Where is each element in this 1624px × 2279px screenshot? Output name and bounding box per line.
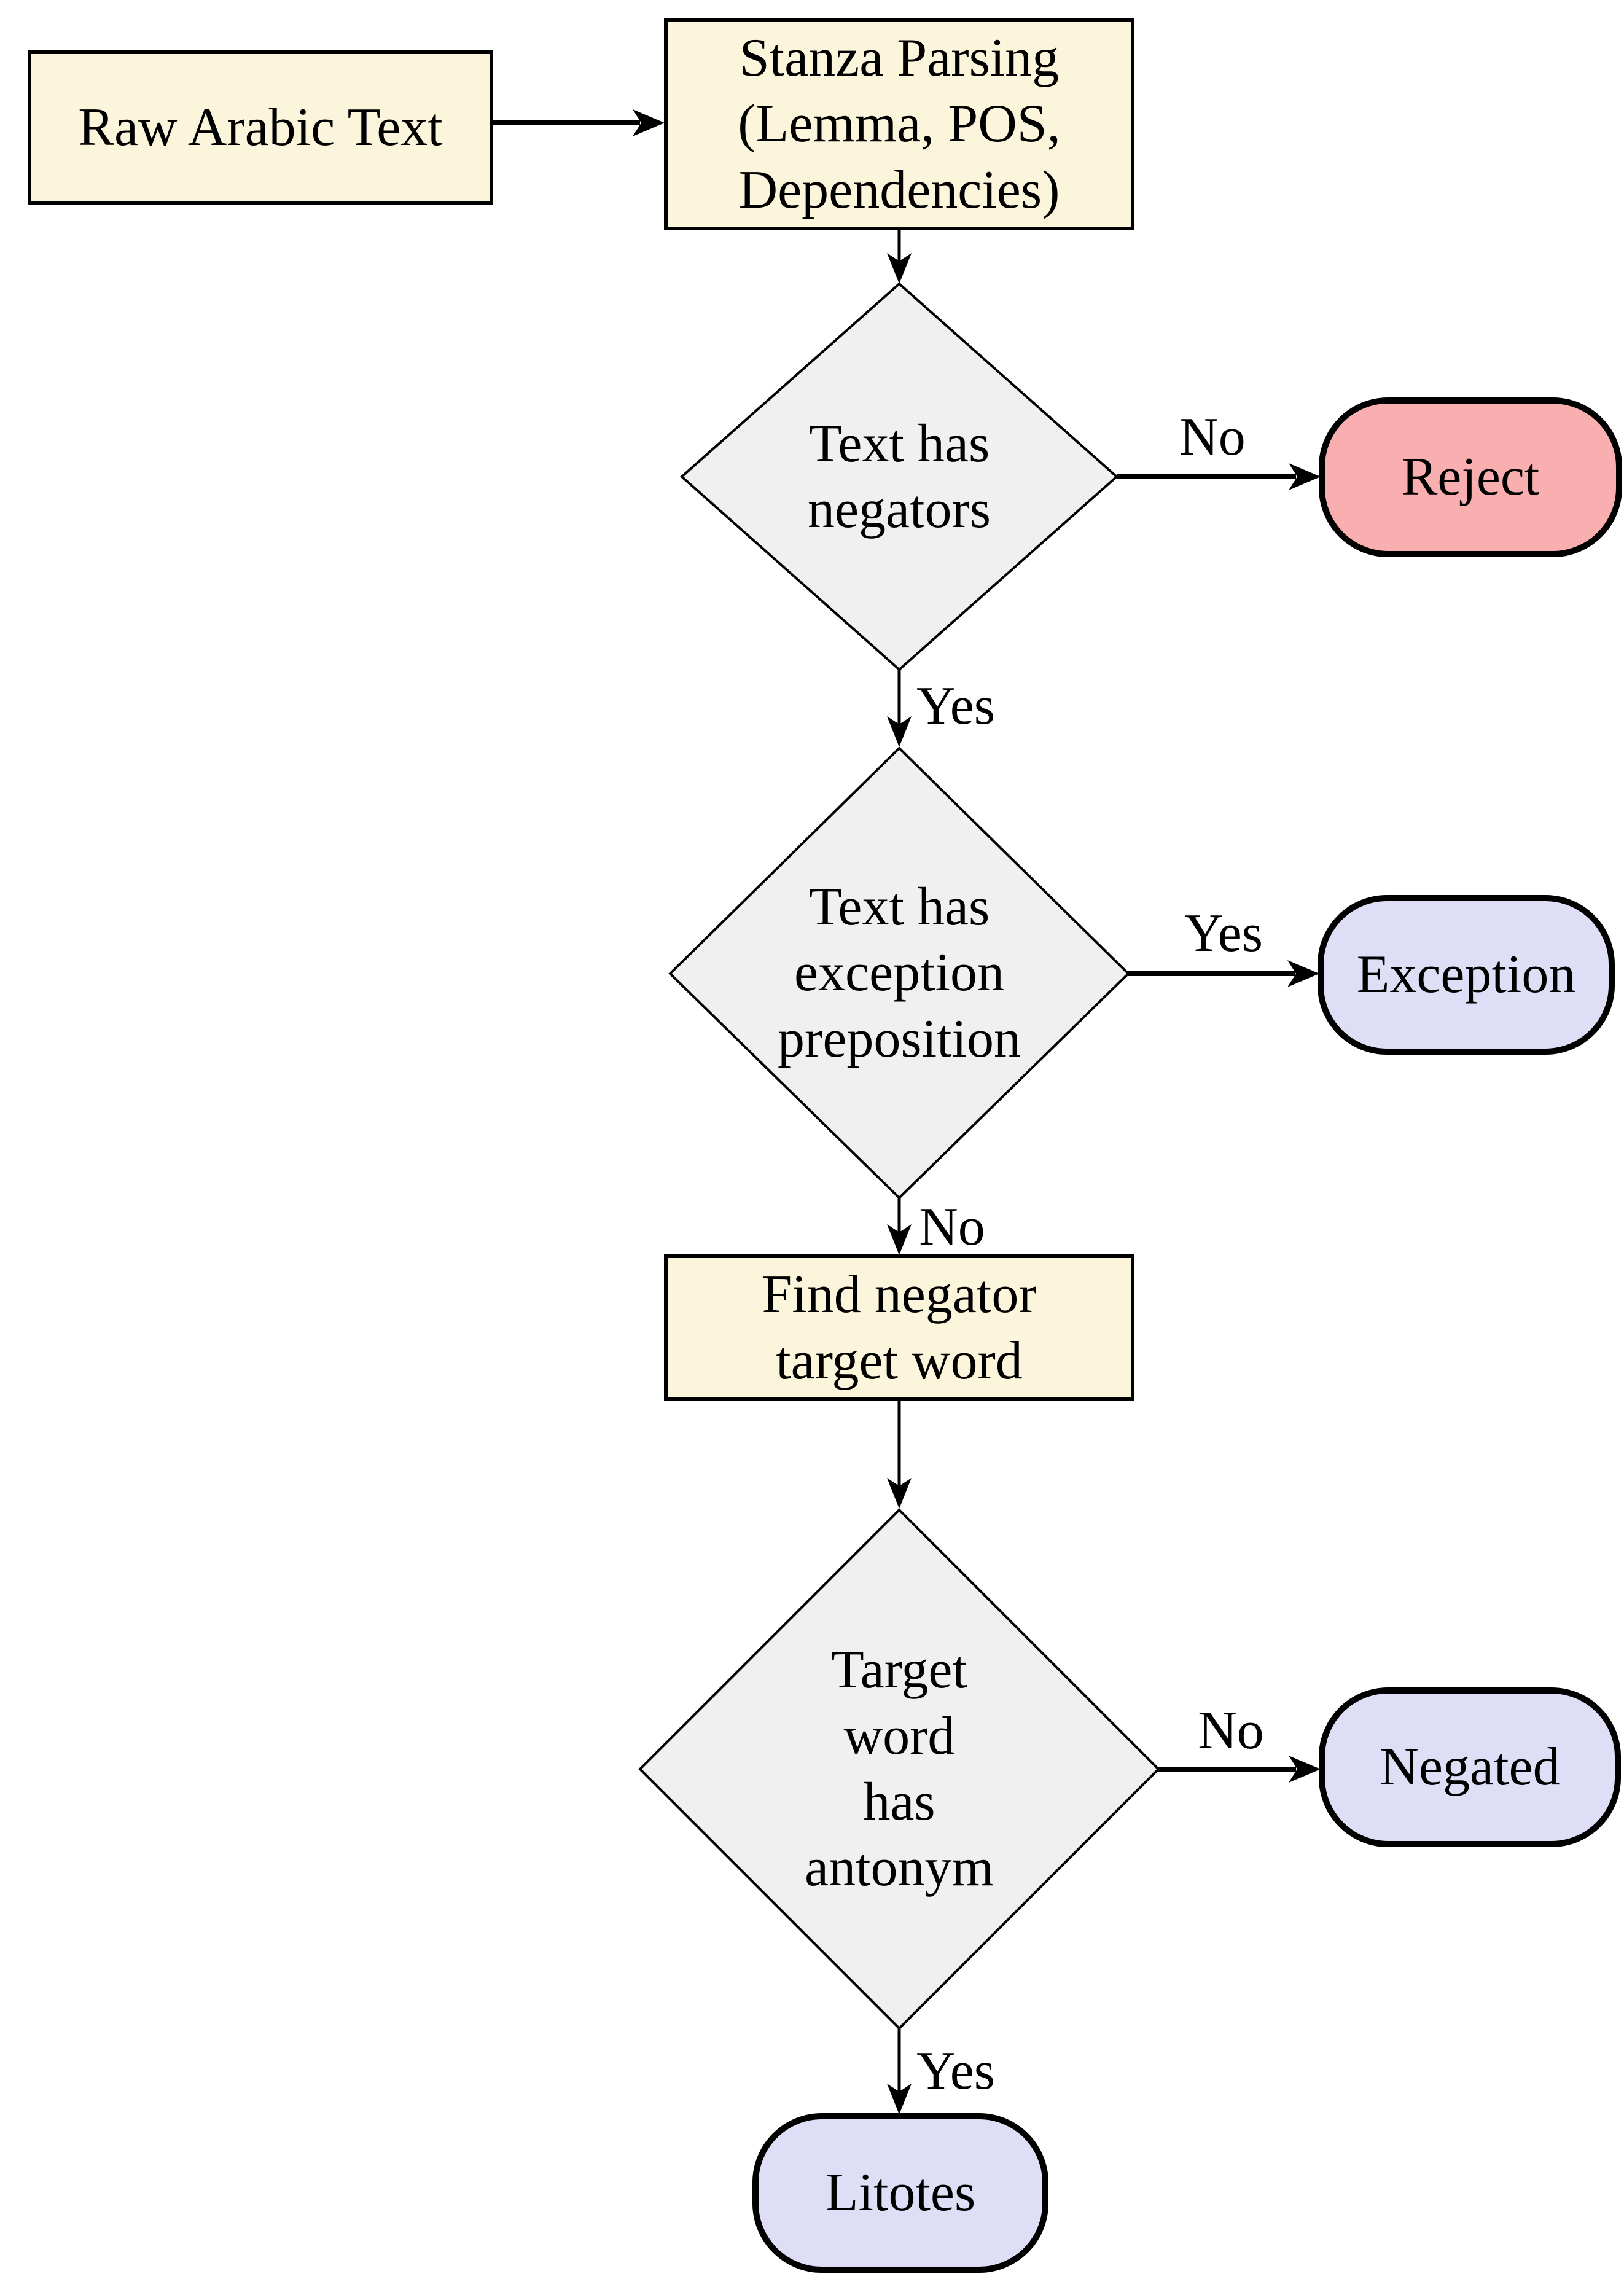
has-negators-decision: [679, 282, 1119, 671]
arrowhead: [633, 109, 665, 136]
reject-terminal: [1319, 397, 1622, 557]
arrowhead: [1289, 463, 1321, 490]
edge-antonym-no: [1158, 1756, 1321, 1783]
edge-negators-no: [1117, 463, 1321, 490]
edge-stanza-to-negators: [887, 229, 912, 284]
negated-terminal: [1319, 1687, 1621, 1847]
edge-exception-yes: [1128, 960, 1319, 987]
arrowhead: [887, 253, 912, 284]
stanza-parsing-node: [664, 18, 1134, 230]
has-exception-preposition-decision: [668, 746, 1130, 1200]
arrowhead: [1289, 1756, 1321, 1783]
arrowhead: [887, 716, 912, 747]
edge-antonym-yes: [887, 2028, 912, 2114]
arrowhead: [1287, 960, 1319, 987]
exception-terminal: [1318, 895, 1615, 1055]
edge-raw-to-stanza: [491, 109, 665, 136]
edge-find-to-antonym: [887, 1399, 912, 1509]
arrowhead: [887, 1224, 912, 1255]
find-target-node: [664, 1254, 1134, 1401]
arrowhead: [887, 2084, 912, 2114]
litotes-terminal: [752, 2113, 1048, 2273]
target-has-antonym-decision: [638, 1508, 1160, 2030]
edge-exception-no: [887, 1198, 912, 1255]
arrowhead: [887, 1478, 912, 1509]
raw-text-node: [28, 50, 493, 205]
edge-negators-yes: [887, 670, 912, 747]
